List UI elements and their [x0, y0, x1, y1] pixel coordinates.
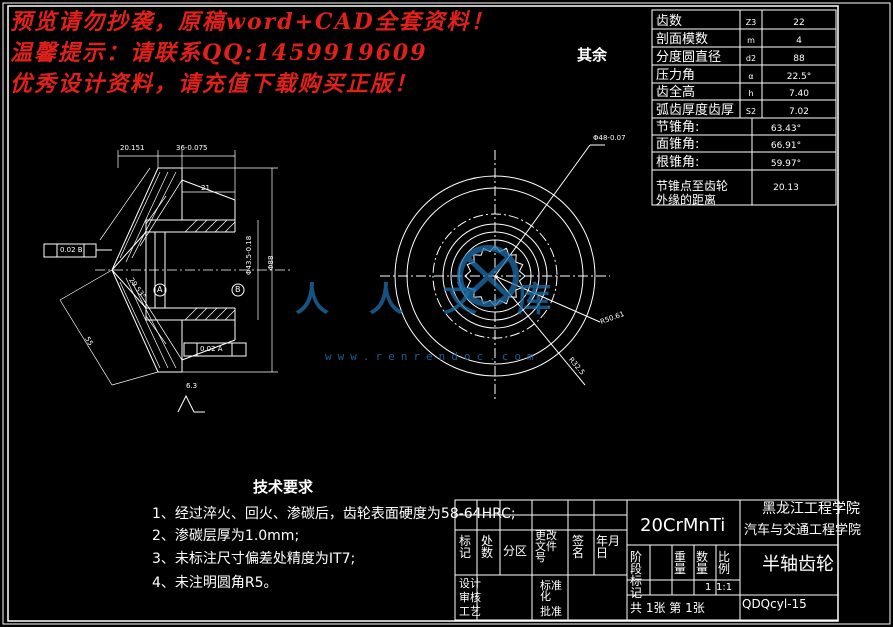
quantity-header: 数量 — [696, 550, 709, 576]
param-value-2: 88 — [793, 54, 805, 64]
param-value-7: 66.91° — [771, 141, 801, 151]
datum-b-label: B — [235, 285, 241, 294]
roughness-value: 6.3 — [186, 382, 198, 390]
tech-item-3: 3、未标注尺寸偏差处精度为IT7; — [152, 551, 356, 567]
design-header: 设计 — [459, 577, 481, 590]
tech-item-4: 4、未注明圆角R5。 — [152, 575, 278, 591]
param-value-6: 63.43° — [771, 124, 801, 134]
drawing-number: QDQcyl-15 — [742, 597, 807, 611]
param-value-0: 22 — [793, 18, 804, 28]
dim-36: 36-0.075 — [176, 144, 208, 152]
process-header: 工艺 — [459, 605, 481, 618]
school-name: 黑龙江工程学院 — [762, 501, 860, 517]
standardize-header: 标准化 — [540, 579, 562, 603]
weight-header: 重量 — [674, 550, 687, 576]
scale-value: 1:1 — [716, 582, 733, 593]
params-table — [651, 9, 837, 206]
dimension-lines — [59, 150, 290, 386]
params-table-text: 齿数 Z3 22 剖面模数 m 4 分度圆直径 d2 88 压力角 α 22.5° 齿全高 h 7.40 弧齿… — [656, 14, 811, 207]
param-name-4: 齿全高 — [656, 84, 695, 100]
stage-mark-header: 阶段标记 — [630, 550, 643, 600]
param-name-3: 压力角 — [656, 68, 695, 83]
gear-section-view — [111, 167, 236, 373]
signature-header: 签名 — [572, 534, 585, 560]
param-value-9: 20.13 — [773, 183, 799, 193]
part-name: 半轴齿轮 — [762, 554, 834, 575]
param-name-1: 剖面模数 — [656, 32, 708, 47]
logo-text: 人人文库 — [295, 280, 591, 320]
tech-item-1: 1、经过淬火、回火、渗碳后，齿轮表面硬度为58-64HRC; — [152, 506, 516, 522]
datum-a-label: A — [157, 285, 163, 294]
date-header: 年月日 — [596, 534, 621, 560]
param-symbol-5: S2 — [746, 107, 756, 116]
inner-frame — [7, 5, 839, 622]
gdt-frames — [43, 243, 247, 413]
param-value-4: 7.40 — [789, 89, 809, 99]
dept-name: 汽车与交通工程学院 — [744, 523, 862, 538]
param-name-2: 分度圆直径 — [656, 49, 721, 65]
surface-roughness-note: 其余 — [577, 46, 608, 64]
param-name-9-a: 节锥点至齿轮 — [656, 179, 728, 193]
count-header: 处数 — [481, 534, 494, 560]
param-symbol-0: Z3 — [746, 18, 757, 27]
scale-header: 比例 — [718, 550, 731, 576]
watermark-line-2: 温馨提示：请联系QQ:1459919609 — [10, 40, 428, 66]
section-hatch — [119, 171, 236, 369]
review-header: 审核 — [459, 591, 481, 604]
zone-header: 分区 — [503, 544, 528, 558]
param-name-6: 节锥角: — [656, 120, 699, 135]
mark-header: 标记 — [459, 534, 472, 560]
material-label: 20CrMnTi — [640, 515, 726, 536]
param-value-1: 4 — [796, 36, 802, 46]
tech-requirements-title: 技术要求 — [253, 478, 314, 496]
tech-item-2: 2、渗碳层厚为1.0mm; — [152, 528, 300, 544]
param-symbol-4: h — [748, 89, 753, 98]
dim-20151: 20.151 — [120, 144, 145, 152]
dim-48: Φ48-0.07 — [593, 134, 626, 142]
param-value-5: 7.02 — [789, 107, 809, 117]
logo-url: www.renrendoc.com — [325, 350, 540, 363]
watermark-line-1: 预览请勿抄袭，原稿word+CAD全套资料！ — [10, 9, 495, 35]
change-doc-header: 更改文件号 — [535, 529, 557, 564]
renrendoc-logo — [457, 245, 519, 307]
sheet-count: 共 1张 第 1张 — [630, 601, 705, 615]
param-value-3: 22.5° — [787, 72, 812, 82]
param-name-8: 根锥角: — [656, 155, 699, 170]
gdt-tolerance-a: 0.02 A — [200, 345, 223, 353]
param-name-9-b: 外缘的距离 — [656, 192, 716, 207]
count-value: 1 — [705, 582, 712, 593]
gdt-tolerance-b: 0.02 B — [60, 246, 83, 254]
dim-21: 21 — [201, 184, 210, 192]
param-value-8: 59.97° — [771, 159, 801, 169]
param-name-7: 面锥角: — [656, 137, 699, 152]
dim-43: Φ43.5-0.18 — [245, 235, 253, 275]
watermark-line-3: 优秀设计资料，请充值下载购买正版！ — [10, 71, 419, 97]
param-symbol-3: α — [748, 72, 753, 81]
param-symbol-2: d2 — [746, 54, 756, 63]
dim-88: Φ88 — [267, 255, 275, 270]
title-block — [454, 499, 839, 621]
approve-header: 批准 — [540, 605, 562, 618]
param-symbol-1: m — [747, 36, 755, 45]
param-name-5: 弧齿厚度齿厚 — [656, 102, 734, 118]
param-name-0: 齿数 — [656, 14, 682, 29]
